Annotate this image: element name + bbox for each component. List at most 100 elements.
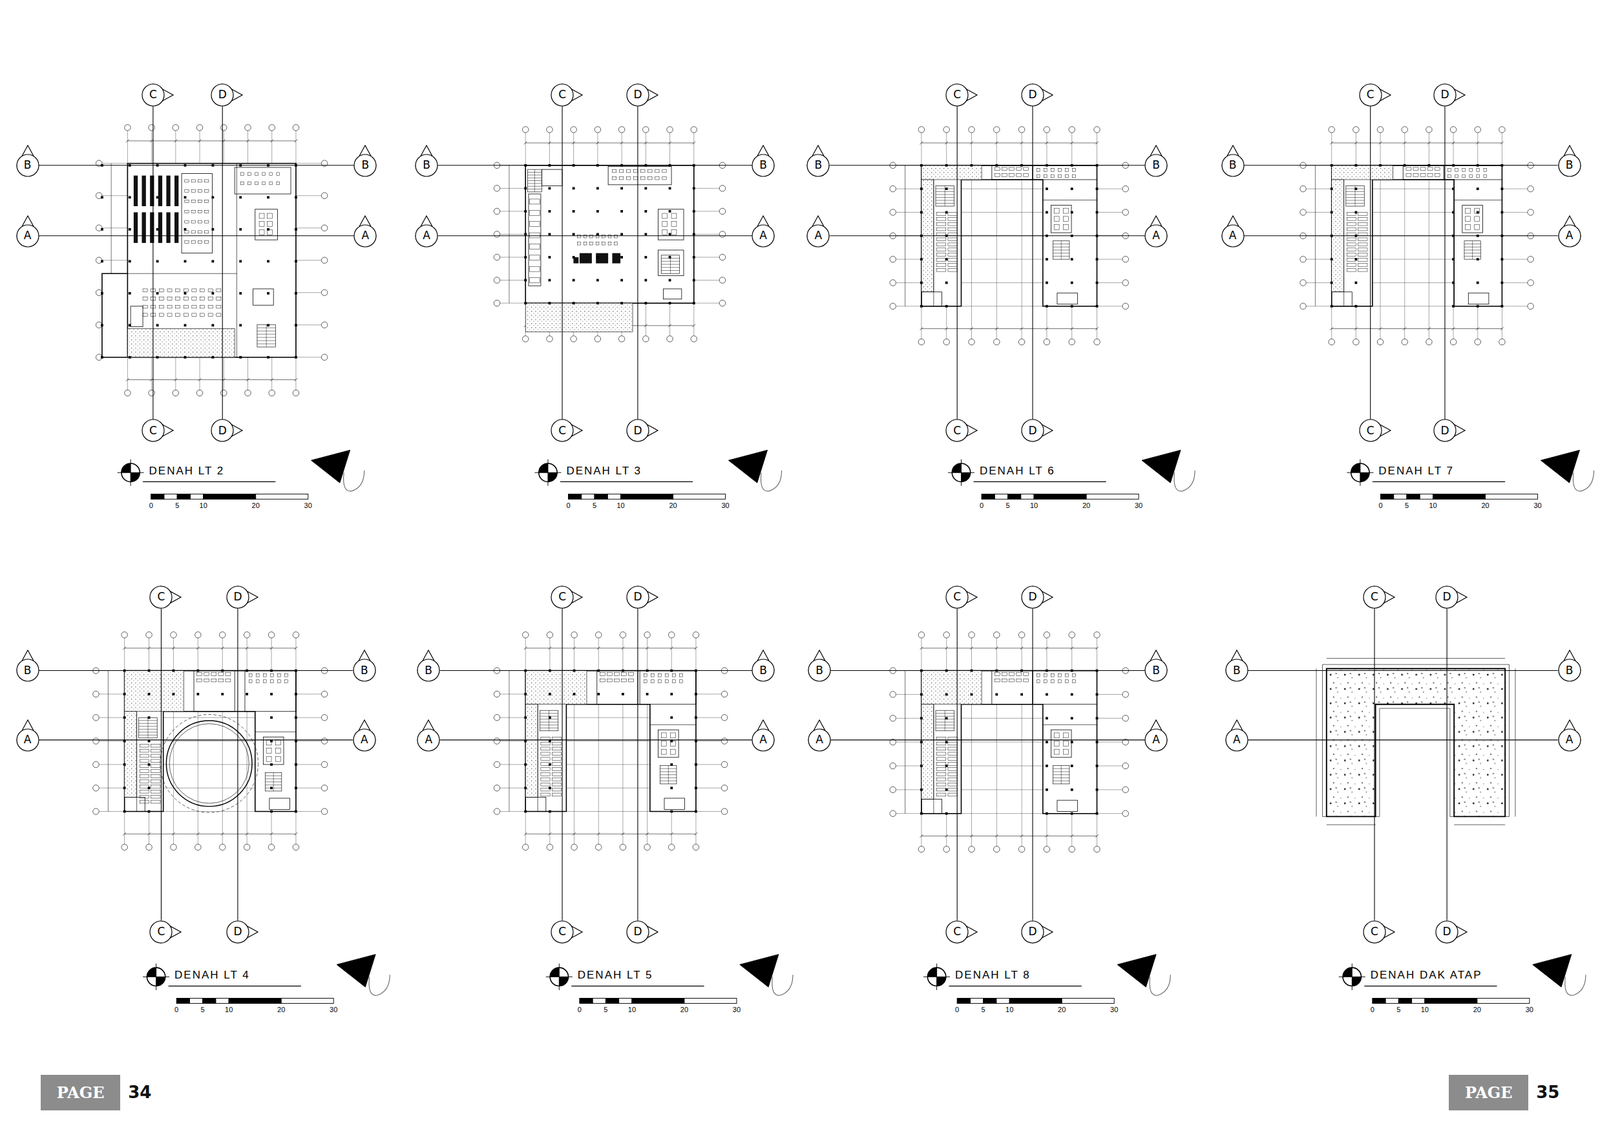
grid-bubble: [221, 124, 227, 131]
grid-bubble: [1401, 338, 1408, 345]
column: [123, 692, 127, 696]
section-line: [829, 235, 1145, 236]
column: [995, 693, 998, 696]
floor-plan: [1316, 658, 1586, 1004]
column: [620, 279, 623, 282]
furniture: [167, 305, 172, 309]
column: [1070, 211, 1074, 214]
section-letter: C: [558, 591, 567, 603]
section-marker-circle: [16, 224, 39, 247]
section-marker: A: [1144, 224, 1168, 248]
grid-bubble: [244, 124, 251, 131]
grid-bubble: [719, 299, 726, 306]
scale-bar-segment: [1424, 998, 1478, 1004]
paved-area: [921, 165, 982, 180]
section-letter: C: [953, 926, 961, 937]
section-marker: B: [416, 658, 441, 682]
furniture: [183, 297, 189, 301]
section-letter: C: [953, 425, 961, 437]
section-marker: B: [1557, 658, 1582, 682]
grid-bubble: [493, 714, 500, 720]
north-arrow-u: [772, 974, 793, 996]
section-marker-circle: [1021, 419, 1044, 442]
section-line: [1369, 106, 1371, 420]
dimension-tick: [126, 378, 130, 382]
grid-bubble: [1094, 338, 1100, 345]
furniture: [661, 748, 667, 755]
furniture: [1434, 173, 1440, 177]
section-marker-circle: [808, 728, 831, 751]
dimension-tick: [1045, 646, 1049, 650]
section-marker-circle: [1558, 659, 1581, 682]
building-outline: [921, 670, 1098, 814]
section-marker: B: [1557, 153, 1582, 178]
grid-bubble: [594, 126, 601, 133]
grid-bubble: [493, 808, 500, 815]
column: [1452, 257, 1455, 261]
furniture: [197, 230, 202, 234]
furniture: [1058, 168, 1062, 172]
paved-area: [921, 704, 934, 800]
stair: [660, 765, 677, 784]
section-marker-circle: [808, 659, 831, 682]
section-letter: D: [1442, 591, 1452, 603]
section-marker-circle: [1145, 224, 1168, 247]
column: [128, 356, 132, 359]
grid-bubble: [1527, 185, 1534, 192]
scale-bar-segment: [619, 998, 632, 1004]
grid-bubble: [943, 338, 950, 345]
grid-bubble: [146, 631, 152, 638]
section-line: [440, 670, 752, 671]
scale-bar-segment: [996, 998, 1010, 1004]
section-letter: D: [1440, 425, 1449, 437]
section-marker-circle: [752, 224, 775, 247]
scale-bar-segment: [957, 998, 970, 1004]
scale-number: 20: [252, 502, 260, 510]
furniture: [1346, 253, 1356, 257]
dimension-tick: [668, 141, 672, 145]
stair-divider: [534, 169, 536, 192]
section-line: [957, 608, 958, 921]
furniture: [540, 747, 550, 751]
section-marker: C: [1358, 83, 1383, 107]
dimension-tick: [969, 141, 974, 145]
furniture: [1065, 673, 1069, 677]
column: [294, 228, 298, 231]
section-marker: A: [16, 728, 40, 752]
column: [128, 228, 132, 231]
column: [548, 233, 552, 236]
grid-bubble: [1450, 126, 1456, 133]
column: [156, 259, 159, 263]
furniture: [191, 210, 196, 213]
grid-bubble: [292, 631, 299, 638]
stair: [935, 710, 954, 731]
column: [548, 763, 552, 766]
furniture: [665, 673, 669, 677]
column: [1095, 257, 1099, 261]
room: [130, 306, 143, 327]
furniture: [191, 305, 197, 309]
column: [294, 763, 298, 766]
scale-bar-segment: [215, 998, 229, 1004]
grid-bubble: [121, 843, 128, 850]
room: [124, 796, 146, 811]
furniture: [139, 748, 149, 753]
column: [694, 763, 698, 766]
column: [270, 692, 273, 696]
section-line: [1031, 106, 1033, 420]
furniture: [529, 232, 541, 238]
furniture: [947, 792, 958, 797]
furniture: [602, 241, 606, 245]
room: [234, 167, 291, 194]
floor-plan: [889, 631, 1171, 1004]
grid-bubble: [1353, 338, 1359, 345]
furniture: [947, 222, 958, 226]
section-letter: B: [23, 664, 32, 676]
furniture: [1053, 208, 1060, 214]
grid-bubble: [968, 126, 975, 133]
dimension-tick: [147, 646, 151, 650]
column: [1330, 305, 1334, 308]
dimension-tick: [668, 323, 672, 327]
dimension-tick: [1095, 326, 1099, 331]
toilet: [658, 209, 684, 240]
